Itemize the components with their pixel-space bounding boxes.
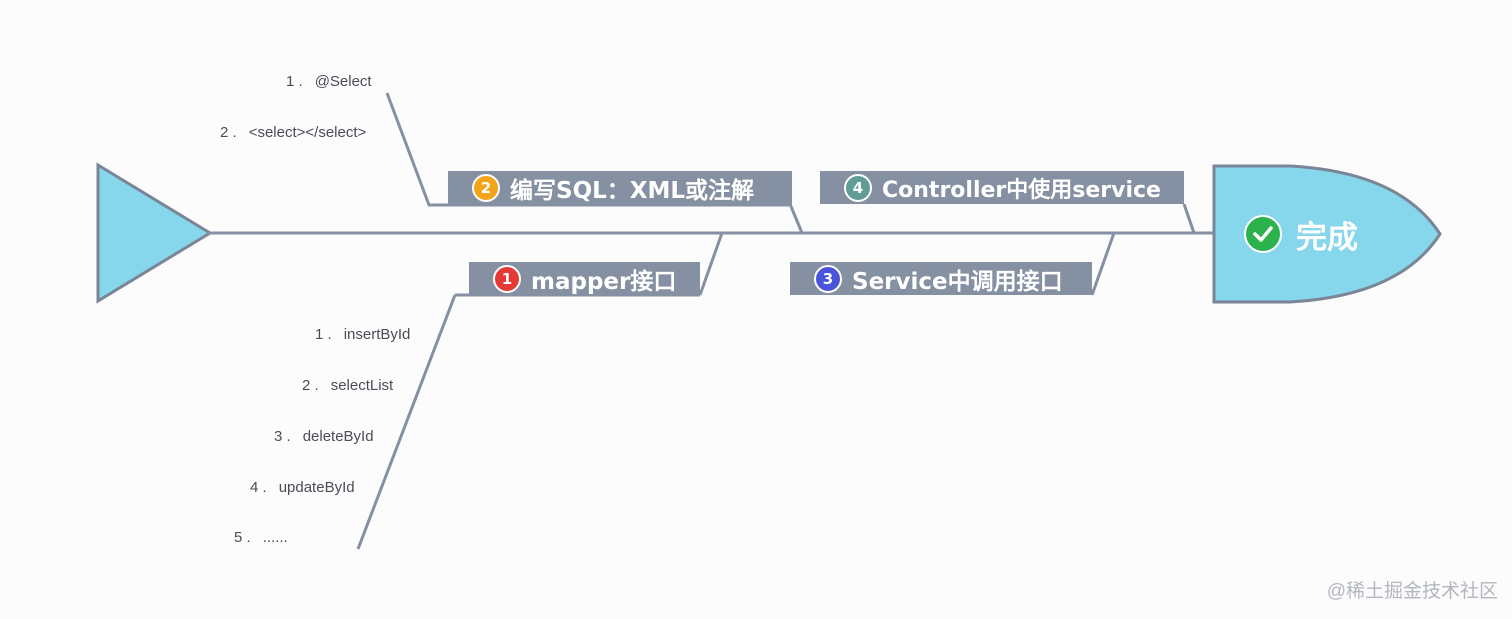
mapper-method-index: 4 .	[250, 479, 267, 496]
mapper-method-item: 2 . selectList	[302, 377, 393, 394]
mapper-method-index: 2 .	[302, 377, 319, 394]
step-3-number-badge: 3	[814, 264, 842, 293]
bone-step-2	[788, 203, 804, 234]
fish-head	[1212, 164, 1442, 304]
sub-bone-mapper-methods	[356, 294, 457, 550]
watermark: @稀土掘金技术社区	[1326, 581, 1498, 602]
step-2-text: 编写SQL：XML或注解	[510, 177, 755, 204]
mapper-method-text: ......	[262, 529, 288, 546]
sql-method-text: <select></select>	[248, 124, 367, 141]
result-text: 完成	[1296, 219, 1358, 256]
mapper-method-index: 1 .	[315, 326, 332, 343]
mapper-method-item: 5 .......	[234, 529, 288, 546]
step-2-label: 2 编写SQL：XML或注解	[448, 171, 792, 204]
check-circle-icon	[1244, 215, 1282, 253]
step-4-number-badge: 4	[844, 173, 872, 202]
mapper-method-item: 3 . deleteById	[274, 428, 374, 445]
mapper-method-item: 1 . insertById	[315, 326, 410, 343]
sql-method-text: @Select	[314, 73, 372, 90]
mapper-method-item: 4 . updateById	[250, 479, 355, 496]
step-3-text: Service中调用接口	[852, 268, 1063, 295]
step-1-number-badge: 1	[493, 264, 521, 293]
bone-step-4	[1182, 203, 1196, 234]
step-1-label: 1 mapper接口	[469, 262, 700, 295]
mapper-method-text: selectList	[330, 377, 394, 394]
mapper-method-text: insertById	[343, 326, 411, 343]
step-3-label: 3 Service中调用接口	[790, 262, 1092, 295]
fish-tail	[96, 162, 213, 304]
sql-method-index: 2 .	[220, 124, 237, 141]
mapper-method-text: updateById	[278, 479, 355, 496]
sql-method-item: 1 . @Select	[286, 73, 372, 90]
mapper-method-text: deleteById	[302, 428, 374, 445]
sub-bone-sql-methods	[385, 92, 431, 206]
sql-method-item: 2 . <select></select>	[220, 124, 366, 141]
step-4-text: Controller中使用service	[882, 177, 1161, 203]
bone-step-3	[1090, 232, 1116, 296]
mapper-method-index: 5 .	[234, 529, 251, 546]
step-4-label: 4 Controller中使用service	[820, 171, 1184, 204]
result-label: 完成	[1244, 210, 1358, 258]
mapper-method-index: 3 .	[274, 428, 291, 445]
step-2-number-badge: 2	[472, 173, 500, 202]
sql-method-index: 1 .	[286, 73, 303, 90]
bone-step-1	[698, 232, 724, 296]
step-1-text: mapper接口	[531, 268, 677, 295]
